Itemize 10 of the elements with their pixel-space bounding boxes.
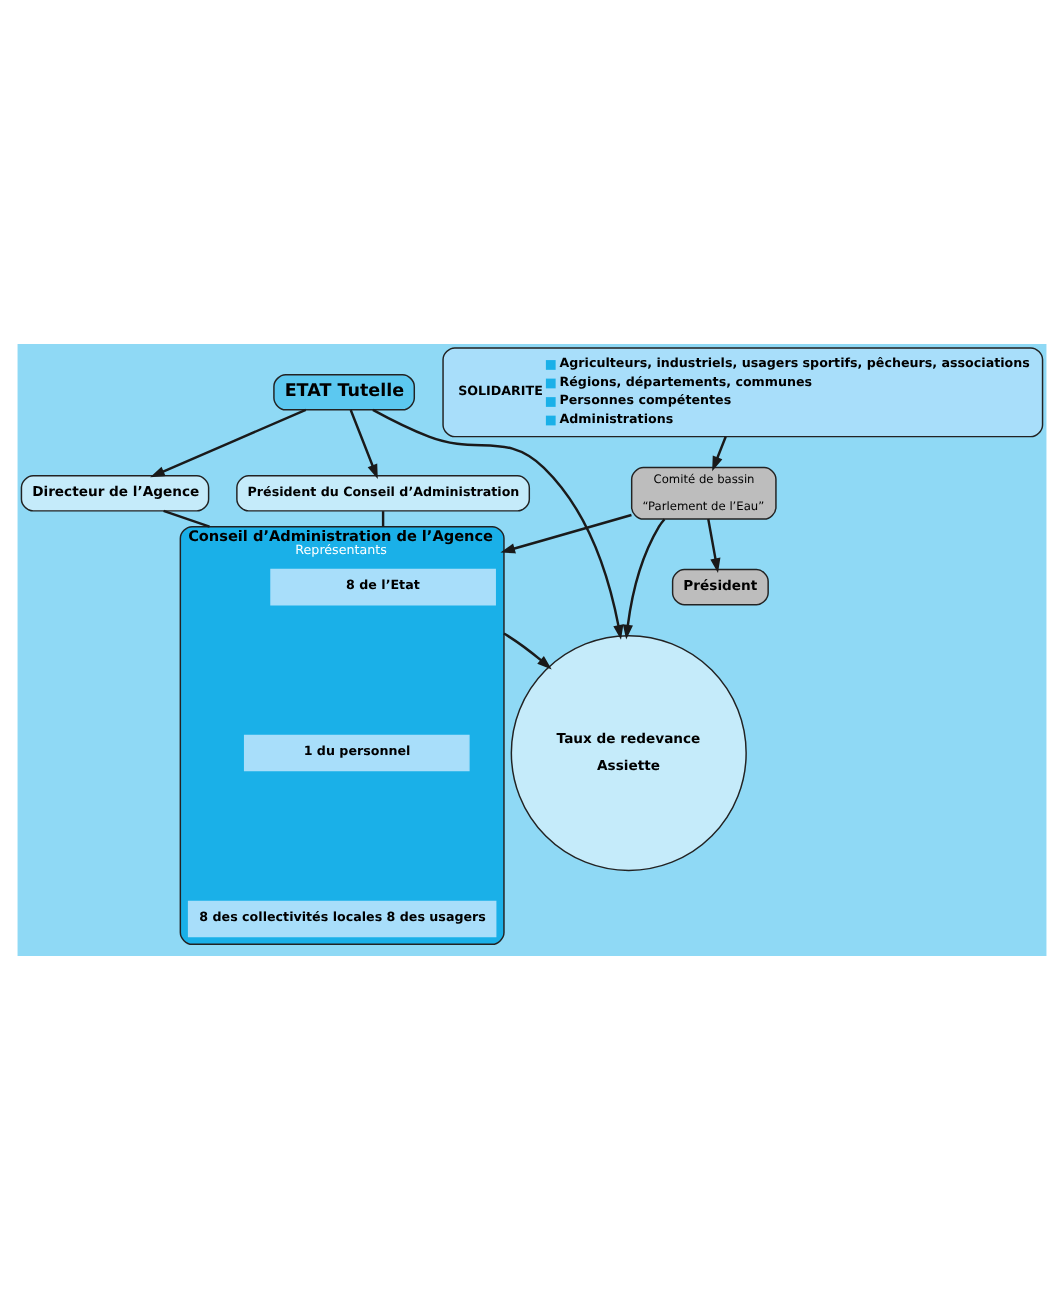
arrow [622, 518, 666, 640]
arrow [372, 408, 624, 640]
node-box: ETAT Tutelle [273, 373, 416, 411]
connector [163, 509, 210, 528]
arrow [707, 518, 721, 573]
arrow [349, 409, 378, 479]
arrow [503, 632, 552, 670]
arrow [150, 408, 307, 478]
arrow [500, 513, 632, 554]
arrow [712, 436, 727, 472]
